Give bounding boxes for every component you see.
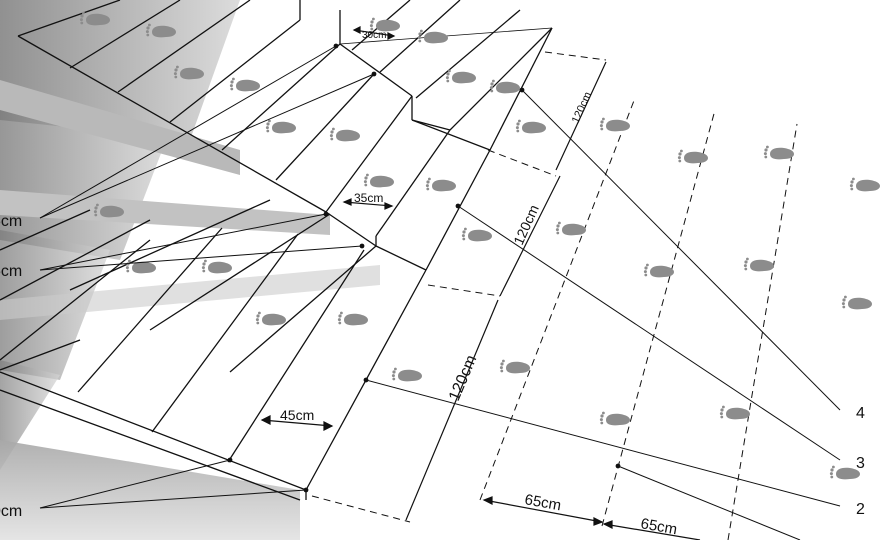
callout-left-middle: 5cm	[0, 263, 22, 280]
label-spacing-first: 65cm	[523, 491, 562, 514]
run-dimensions	[405, 61, 607, 521]
step-width-dimensions	[260, 26, 701, 540]
callout-left-bottom: 0cm	[0, 503, 22, 520]
footprint-icon	[841, 295, 872, 310]
callout-left-top: 6cm	[0, 213, 22, 230]
label-step-35: 35cm	[354, 191, 383, 205]
footprint-icon	[417, 29, 448, 44]
footprint-icon	[763, 145, 794, 160]
footprint-icon	[201, 259, 232, 274]
footprint-icon	[337, 311, 368, 326]
callout-labels: 6cm 5cm 0cm 4 3 2	[0, 213, 865, 520]
footprint-icon	[329, 127, 360, 142]
label-run-bottom: 120cm	[446, 353, 480, 404]
stair-shading	[0, 0, 380, 540]
callout-leaders	[39, 45, 841, 540]
label-step-45: 45cm	[280, 407, 314, 423]
callout-number-3: 3	[856, 455, 865, 472]
footprint-icon	[461, 227, 492, 242]
walking-guides	[311, 51, 798, 540]
footprint-icon	[643, 263, 674, 278]
footprint-icon	[445, 69, 476, 84]
footprint-icon	[229, 77, 260, 92]
footprint-icon	[743, 257, 774, 272]
footprint-icon	[599, 117, 630, 132]
footprint-icon	[555, 221, 586, 236]
footprint-icon	[391, 367, 422, 382]
footprint-icon	[719, 405, 750, 420]
leader-dots	[227, 43, 621, 493]
footprint-icon	[425, 177, 456, 192]
footprint-icon	[363, 173, 394, 188]
label-run-top: 120cm	[570, 90, 594, 125]
footprint-icon	[599, 411, 630, 426]
label-run-middle: 120cm	[510, 202, 542, 247]
footprint-icon	[255, 311, 286, 326]
callout-number-4: 4	[856, 405, 865, 422]
footprint-icon	[515, 119, 546, 134]
label-spacing-second: 65cm	[639, 515, 678, 538]
callout-number-2: 2	[856, 501, 865, 518]
label-step-30: 30cm	[362, 30, 386, 41]
footprint-icon	[265, 119, 296, 134]
footprint-icon	[849, 177, 880, 192]
footprint-icon	[499, 359, 530, 374]
